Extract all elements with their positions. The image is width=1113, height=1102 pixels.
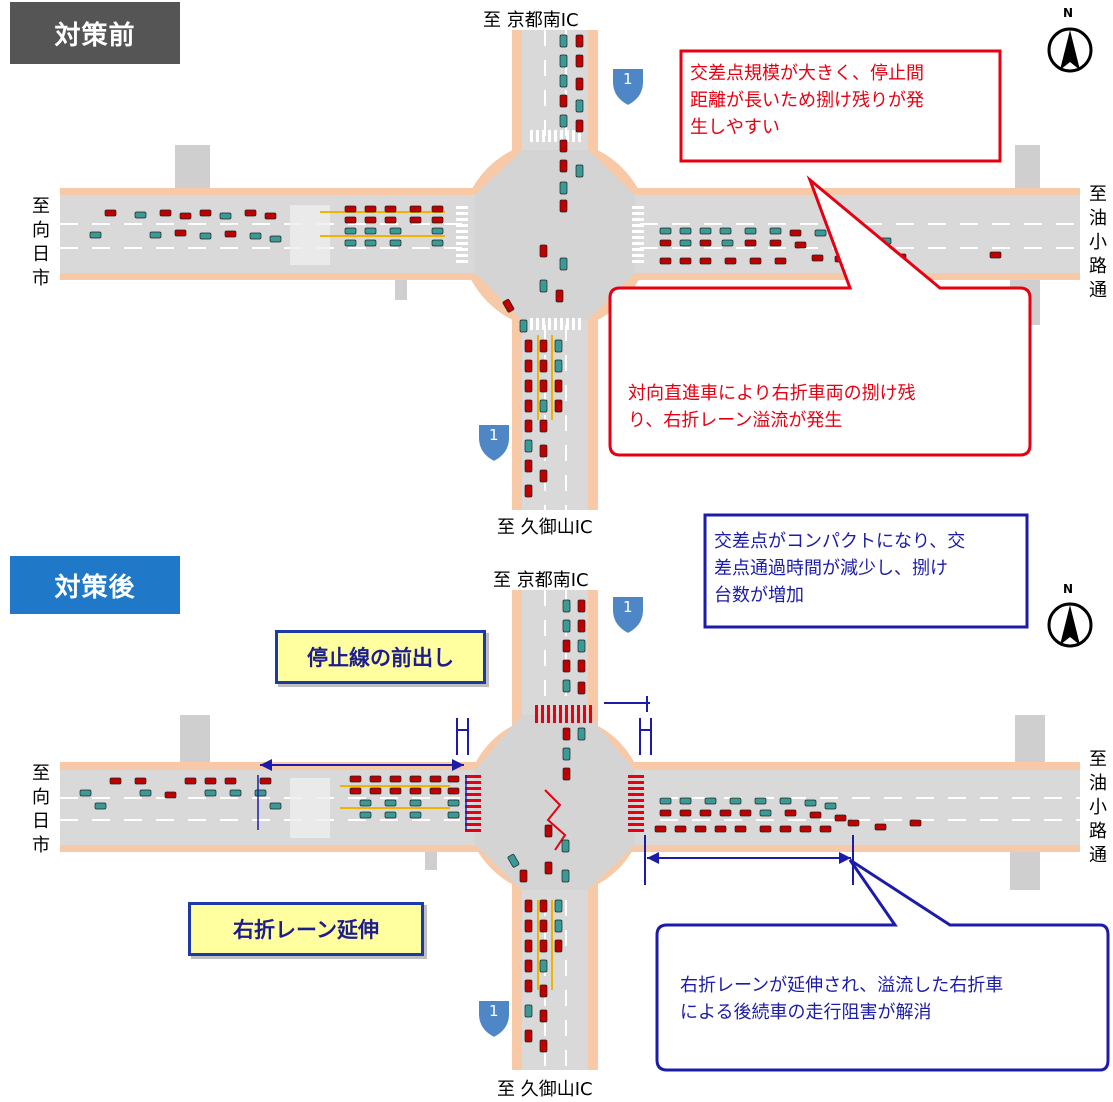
vehicles-after-north	[562, 599, 586, 781]
callout-frame	[655, 858, 1110, 1072]
west-destination-label: 至向日市	[32, 196, 50, 289]
north-destination-label: 至 京都南IC	[493, 570, 589, 591]
note-compact-intersection: 交差点がコンパクトになり、交差点通過時間が減少し、捌け台数が増加	[714, 531, 966, 606]
vehicles-after-west	[79, 775, 460, 819]
vehicles-before-south	[502, 244, 568, 498]
note-box-frame	[703, 513, 1029, 629]
new-crosswalks	[465, 705, 644, 832]
after-tag: 対策後	[10, 556, 180, 614]
vehicles-after-south	[507, 824, 570, 1053]
route-number: 1	[623, 598, 633, 616]
vehicles-after-east	[654, 797, 922, 833]
note-right-turn-overflow: 対向直進車により右折車両の捌け残り、右折レーン溢流が発生	[628, 383, 916, 431]
before-diagram	[60, 27, 1093, 510]
note-lane-extension-effect: 右折レーンが延伸され、溢流した右折車による後続車の走行阻害が解消	[680, 975, 1004, 1023]
vehicles-before-west	[89, 205, 444, 247]
route-number: 1	[623, 70, 633, 88]
route-number: 1	[489, 1002, 499, 1020]
route-number: 1	[489, 426, 499, 444]
south-destination-label: 至 久御山IC	[497, 1079, 593, 1100]
after-diagram	[60, 513, 1110, 1072]
route-shield-icon	[477, 999, 511, 1040]
route-shield-icon	[611, 67, 645, 108]
north-arrow-icon	[1047, 602, 1093, 648]
east-destination-label: 至油小路通	[1089, 184, 1107, 301]
before-tag: 対策前	[10, 2, 180, 64]
right-turn-lane-extension-label: 右折レーン延伸	[188, 902, 424, 956]
vehicles-before-north	[559, 34, 584, 213]
compass-label: N	[1063, 6, 1074, 20]
north-destination-label: 至 京都南IC	[483, 10, 579, 31]
stop-line-advance-label: 停止線の前出し	[275, 630, 486, 684]
west-destination-label: 至向日市	[32, 763, 50, 856]
callout-frame	[608, 175, 1032, 457]
north-arrow-icon	[1047, 27, 1093, 73]
dimension-arrowheads	[260, 759, 851, 864]
south-destination-label: 至 久御山IC	[497, 517, 593, 538]
note-box-frame	[679, 49, 1002, 163]
east-destination-label: 至油小路通	[1089, 749, 1107, 866]
dimension-markers	[257, 696, 854, 885]
route-shield-icon	[477, 423, 511, 464]
note-intersection-size: 交差点規模が大きく、停止間距離が長いため捌け残りが発生しやすい	[690, 63, 924, 138]
compass-label: N	[1063, 582, 1074, 596]
route-shield-icon	[611, 595, 645, 636]
